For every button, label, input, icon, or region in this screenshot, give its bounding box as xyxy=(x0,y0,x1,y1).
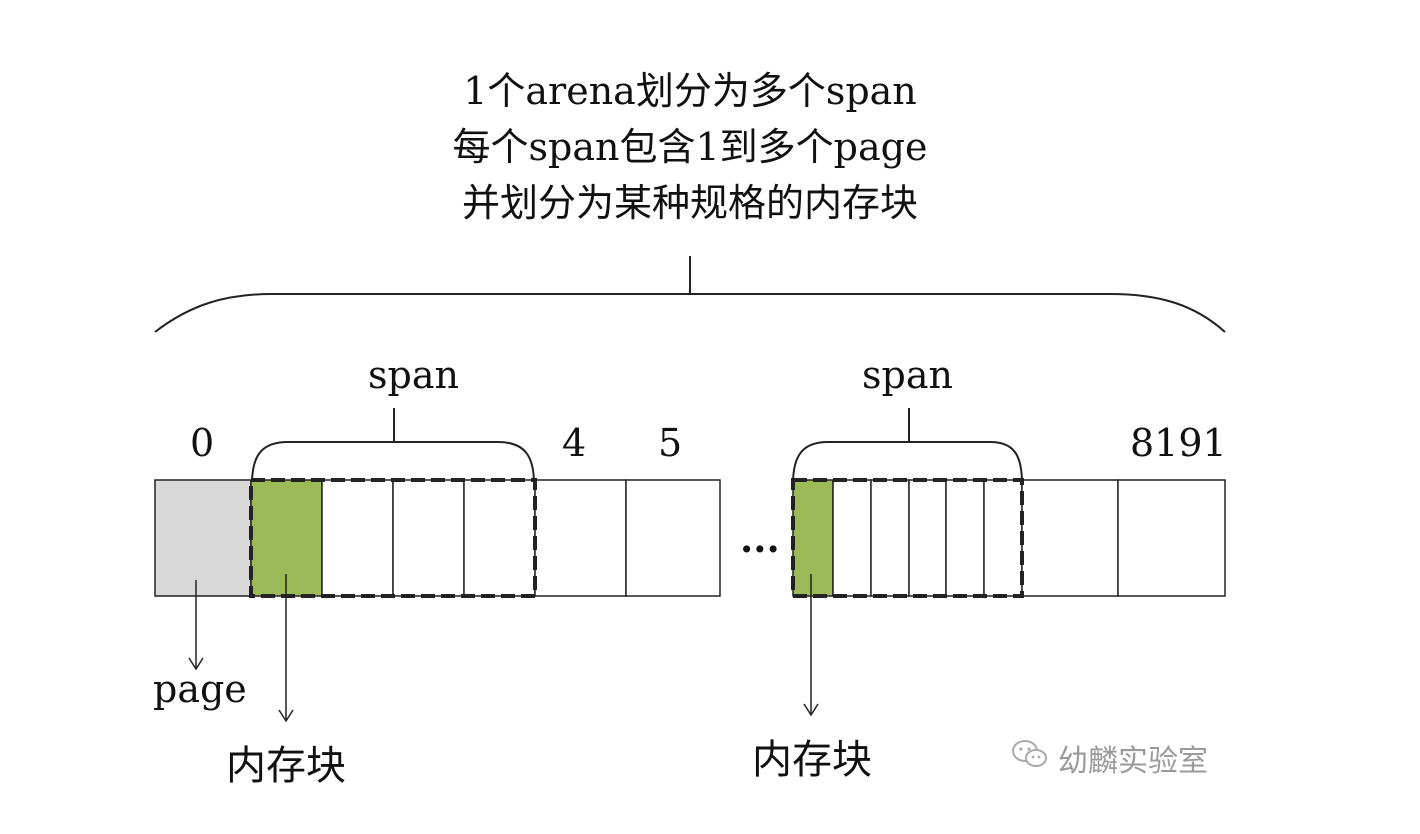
memory-block-right xyxy=(792,479,834,597)
title-line-2: 每个span包含1到多个page xyxy=(452,125,928,169)
watermark-text: 幼麟实验室 xyxy=(1058,744,1208,779)
arena-brace xyxy=(154,256,1226,333)
page-index-0: 0 xyxy=(190,421,215,465)
page-0 xyxy=(154,479,252,597)
page-index-4: 4 xyxy=(562,421,587,465)
span-cell xyxy=(321,479,394,597)
page-label: page xyxy=(153,667,247,711)
page-index-8191: 8191 xyxy=(1130,421,1227,465)
span-brace-left xyxy=(251,408,535,485)
span-cell xyxy=(392,479,465,597)
span-label-right: span xyxy=(862,353,953,397)
span-label-left: span xyxy=(368,353,459,397)
memory-block-label-left: 内存块 xyxy=(226,743,346,789)
title-line-1: 1个arena划分为多个span xyxy=(463,69,917,113)
wechat-icon xyxy=(1010,737,1050,779)
span-cell xyxy=(463,479,536,597)
page-8191 xyxy=(1117,479,1226,597)
watermark: 幼麟实验室 xyxy=(1010,736,1208,780)
page-index-5: 5 xyxy=(658,421,683,465)
page-strip-left xyxy=(154,478,721,598)
page-4 xyxy=(534,479,627,597)
span-cell xyxy=(908,479,947,597)
span-brace-right xyxy=(792,408,1023,485)
span-cell xyxy=(983,479,1023,597)
span-cell xyxy=(945,479,985,597)
memory-block-label-right: 内存块 xyxy=(752,737,872,783)
page-strip-right xyxy=(791,478,1226,598)
ellipsis: ... xyxy=(740,516,780,561)
page-5 xyxy=(625,479,721,597)
span-cell xyxy=(870,479,910,597)
title-line-3: 并划分为某种规格的内存块 xyxy=(461,181,918,225)
arrows xyxy=(188,574,819,723)
span-cell xyxy=(832,479,872,597)
page-cell xyxy=(1021,479,1119,597)
span-outline-left xyxy=(249,478,537,598)
span-outline-right xyxy=(791,478,1024,598)
